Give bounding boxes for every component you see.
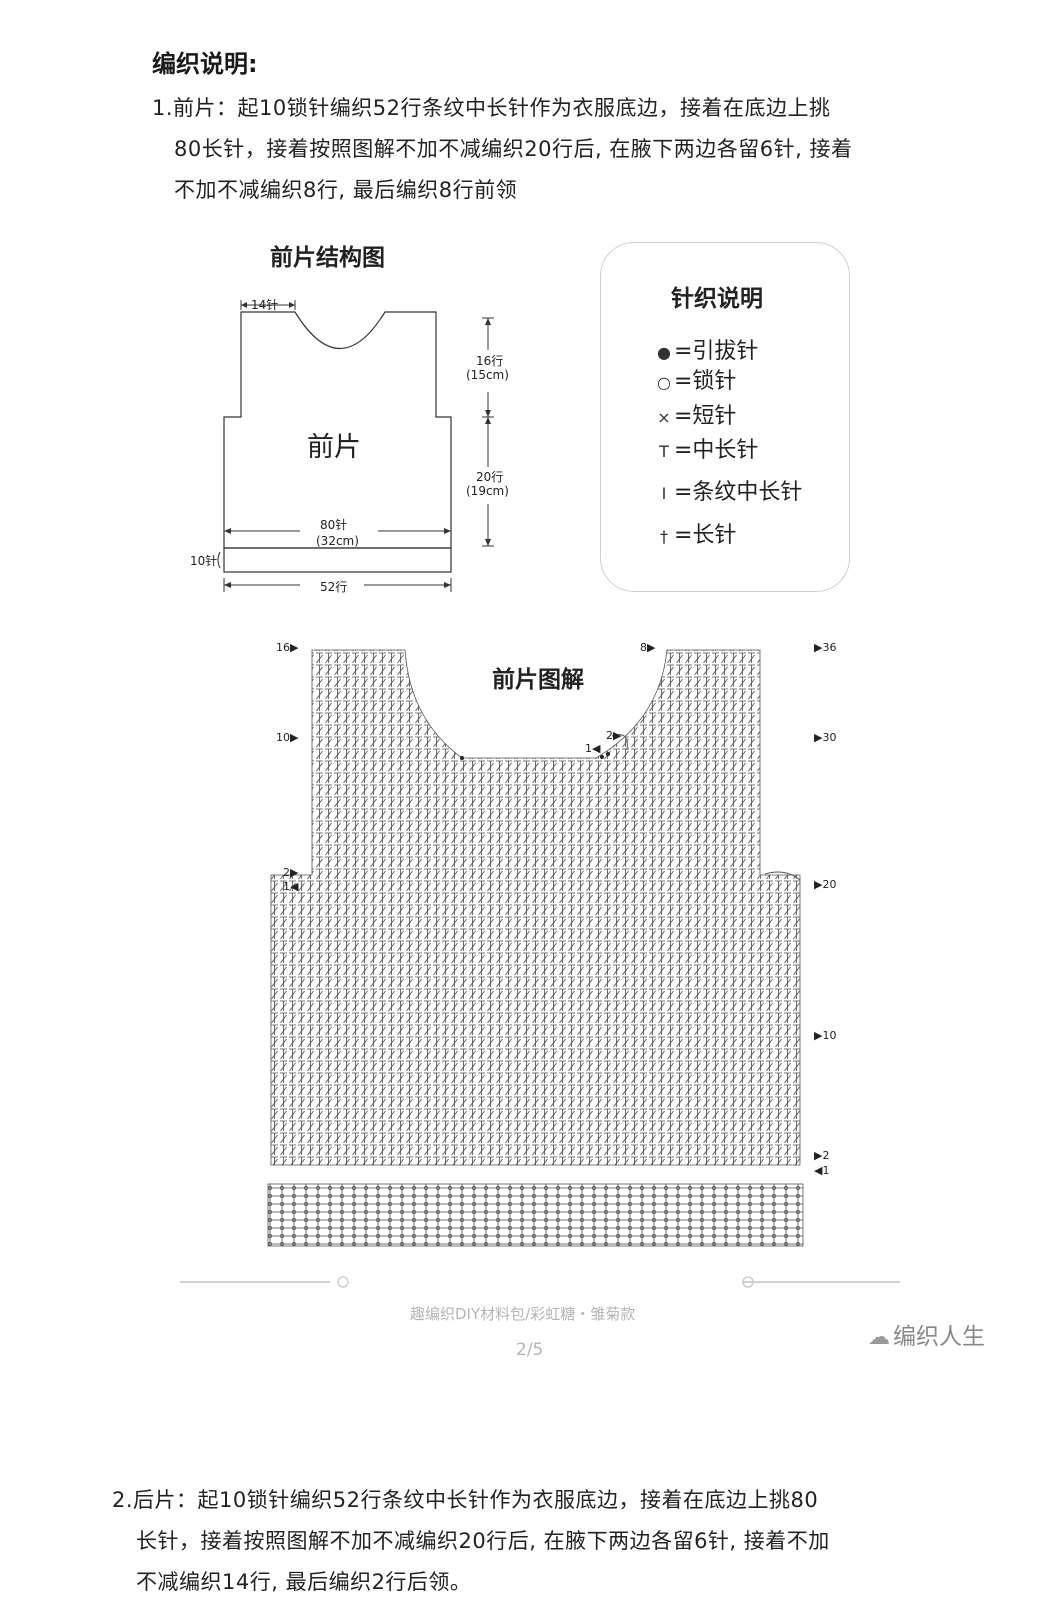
stitch-legend-box [600,242,850,592]
band-rows-label: 52行 [320,580,348,594]
back-number: 2. [112,1488,134,1512]
legend-item-ribbed: Ⅰ=条纹中长针 [654,474,803,506]
stitch-chart-title: 前片图解 [488,660,588,694]
back-line-1: 2.后片：起10锁针编织52行条纹中长针作为衣服底边，接着在底边上挑80 [112,1488,819,1512]
row-label-right-20: ▶20 [814,878,837,891]
row-label-left-1: 1◀ [283,880,299,893]
page-number: 2/5 [516,1340,544,1360]
neck-marker-1: 1◀ [585,742,601,755]
front-piece-label: 前片 [307,432,361,463]
back-instructions: 2.后片：起10锁针编织52行条纹中长针作为衣服底边，接着在底边上挑80 长针，… [112,1480,952,1603]
legend-item-single: ×=短针 [654,398,736,430]
top-width-label: 14针 [251,298,279,312]
upper-rows-label: 16行 [476,354,504,368]
width-cm-label: (32cm) [316,534,359,548]
neck-connection-arrows [611,734,801,881]
front-structure-diagram [217,300,494,592]
row-label-left-10: 10▶ [276,731,299,744]
row-label-right-2: ▶2 [814,1149,830,1162]
hem-band-outline [223,547,452,573]
single-crochet-icon: × [657,408,671,427]
upper-cm-label: (15cm) [466,368,509,382]
front-line-1: 1.前片：起10锁针编织52行条纹中长针作为衣服底边，接着在底边上挑 [152,96,831,120]
structure-diagram-title: 前片结构图 [270,245,385,271]
wechat-icon: ☁ [868,1325,890,1350]
legend-item-slip: ●=引拔针 [654,333,758,365]
front-stitch-chart [180,649,900,1288]
front-line-3: 不加不减编织8行, 最后编织8行前领 [174,178,518,202]
row-label-right-30: ▶30 [814,731,837,744]
row-label-right-36: ▶36 [814,641,837,654]
front-instructions: 1.前片：起10锁针编织52行条纹中长针作为衣服底边，接着在底边上挑 80长针，… [152,88,952,211]
wechat-watermark: ☁编织人生 [868,1324,985,1350]
scissors-icon-right [742,1276,754,1288]
ribbed-half-double-icon: Ⅰ [661,484,667,503]
scissors-icon-left [337,1276,349,1288]
chain-stitch-icon: ○ [657,373,671,392]
back-line-3: 不减编织14行, 最后编织2行后领。 [136,1570,472,1594]
hem-band-chart [267,1183,804,1247]
half-double-crochet-icon: T [659,442,669,461]
front-line-2: 80长针，接着按照图解不加不减编织20行后, 在腋下两边各留6针, 接着 [174,137,853,161]
footer-caption: 趣编织DIY材料包/彩虹糖・雏菊款 [410,1305,636,1323]
stitch-grid [271,650,800,1165]
legend-item-double: †=长针 [654,517,736,549]
legend-title: 针织说明 [671,286,763,312]
row-label-left-16: 16▶ [276,641,299,654]
band-height-label: 10针 [190,554,218,568]
row-label-right-1: ◀1 [814,1164,830,1177]
slip-stitch-icon: ● [657,343,671,362]
lower-rows-label: 20行 [476,470,504,484]
neck-right-top-label: 8▶ [640,641,656,654]
row-label-left-2: 2▶ [283,866,299,879]
legend-item-chain: ○=锁针 [654,363,736,395]
instructions-heading: 编织说明: [152,50,258,78]
back-line-2: 长针，接着按照图解不加不减编织20行后, 在腋下两边各留6针, 接着不加 [136,1529,830,1553]
double-crochet-icon: † [660,527,668,546]
neck-marker-2: 2▶ [606,729,622,742]
lower-cm-label: (19cm) [466,484,509,498]
legend-item-half-double: T=中长针 [654,432,758,464]
row-label-right-10: ▶10 [814,1029,837,1042]
front-number: 1. [152,96,174,120]
width-stitches-label: 80针 [320,518,348,532]
